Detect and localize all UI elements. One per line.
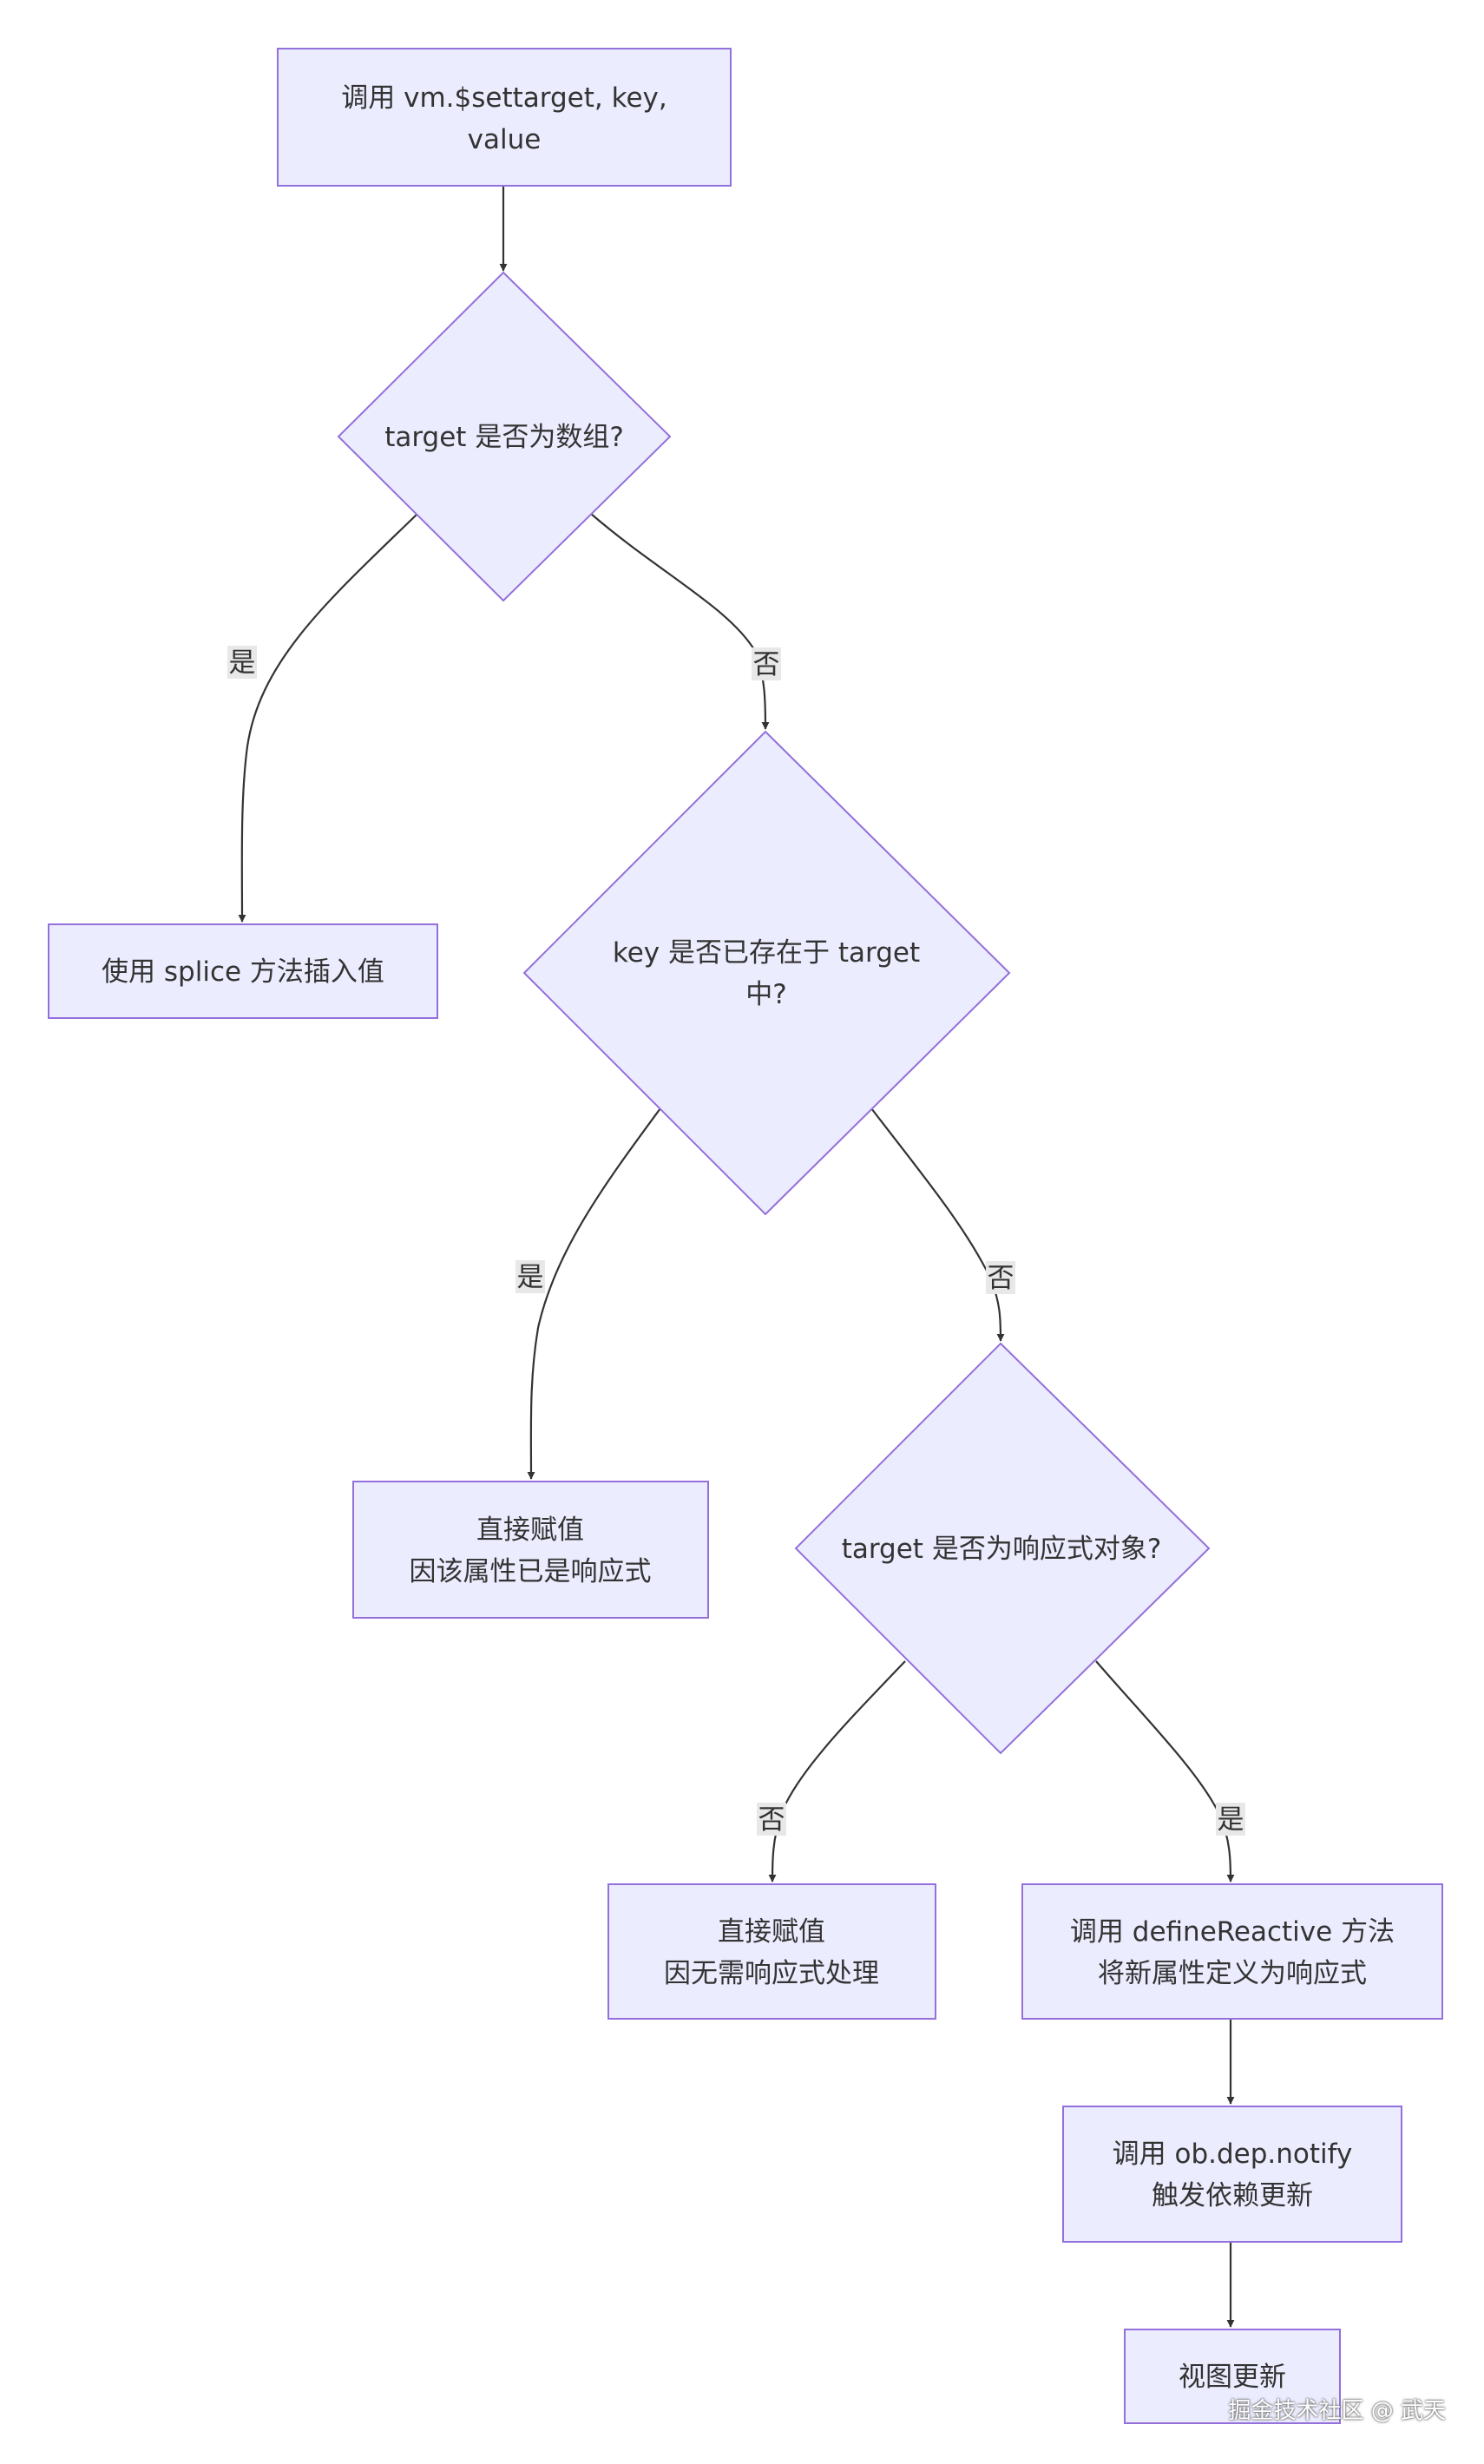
svg-text:target 是否为数组?: target 是否为数组?: [384, 422, 624, 453]
edge-label-is-reactive-yes: 是: [1216, 1803, 1245, 1836]
svg-text:使用 splice 方法插入值: 使用 splice 方法插入值: [102, 956, 384, 988]
svg-text:是: 是: [229, 647, 256, 679]
edge-key-exists-to-is-reactive: [870, 1107, 1005, 1342]
node-key-exists-decision: key 是否已存在于 target 中?: [522, 730, 1011, 1216]
node-is-reactive-decision: target 是否为响应式对象?: [794, 1342, 1211, 1755]
node-text-line: 调用 ob.dep.notify: [1113, 2139, 1353, 2170]
svg-text:是: 是: [1218, 1804, 1244, 1836]
svg-text:是: 是: [517, 1262, 544, 1293]
svg-text:否: 否: [753, 649, 780, 680]
edge-is-array-to-key-exists: [590, 513, 770, 730]
node-text-line: 调用 defineReactive 方法: [1070, 1916, 1395, 1948]
node-is-array-decision: target 是否为数组?: [337, 271, 672, 602]
node-splice: 使用 splice 方法插入值: [48, 923, 438, 1019]
edge-label-key-exists-no: 否: [986, 1261, 1015, 1294]
node-text-line: 中?: [745, 979, 786, 1010]
svg-text:否: 否: [988, 1263, 1015, 1294]
node-text-line: 触发依赖更新: [1152, 2180, 1313, 2211]
edge-is-array-to-splice: [238, 513, 418, 923]
node-text-line: 视图更新: [1179, 2362, 1286, 2393]
node-text-line: target 是否为数组?: [384, 422, 624, 453]
node-notify: 调用 ob.dep.notify 触发依赖更新: [1062, 2106, 1402, 2243]
node-text-line: 将新属性定义为响应式: [1098, 1958, 1367, 1989]
node-text-line: value: [468, 124, 542, 155]
edge-label-is-array-no: 否: [752, 647, 781, 680]
node-text-line: 因该属性已是响应式: [410, 1556, 652, 1587]
edges: [238, 186, 1235, 2328]
node-assign-reactive: 直接赋值因该属性已是响应式: [352, 1481, 709, 1619]
node-text-line: target 是否为响应式对象?: [842, 1534, 1162, 1565]
edge-labels: 是 否 是 否 否 是: [227, 646, 1245, 1836]
edge-label-is-reactive-no: 否: [757, 1803, 786, 1836]
node-text-line: 因无需响应式处理: [664, 1958, 879, 1989]
edge-label-is-array-yes: 是: [227, 646, 257, 679]
svg-text:否: 否: [758, 1804, 785, 1836]
svg-text:target 是否为响应式对象?: target 是否为响应式对象?: [842, 1534, 1162, 1565]
watermark: 掘金技术社区 @ 武天: [1228, 2398, 1446, 2424]
node-text-line: 直接赋值: [476, 1515, 584, 1546]
node-text-line: 调用 vm.$settarget, key,: [341, 82, 666, 114]
svg-text:调用 vm.$settarget, key,value: 调用 vm.$settarget, key, value: [341, 82, 666, 155]
node-assign-plain: 直接赋值因无需响应式处理: [607, 1883, 936, 2020]
svg-text:视图更新: 视图更新: [1179, 2362, 1286, 2393]
edge-key-exists-to-assign-reactive: [527, 1107, 661, 1480]
svg-text:直接赋值因无需响应式处理: 直接赋值因无需响应式处理: [664, 1916, 879, 1989]
node-view-update: 视图更新: [1124, 2329, 1341, 2424]
node-text-line: key 是否已存在于 target: [613, 937, 920, 969]
node-text-line: 使用 splice 方法插入值: [102, 956, 384, 988]
svg-text:直接赋值因该属性已是响应式: 直接赋值因该属性已是响应式: [410, 1515, 652, 1587]
node-define-reactive: 调用 defineReactive 方法将新属性定义为响应式: [1021, 1883, 1443, 2020]
edge-is-reactive-to-assign-plain: [768, 1660, 906, 1882]
node-text-line: 直接赋值: [718, 1916, 825, 1948]
node-start: 调用 vm.$settarget, key, value: [277, 48, 732, 187]
edge-label-key-exists-yes: 是: [515, 1260, 545, 1293]
edge-is-reactive-to-define-reactive: [1095, 1660, 1235, 1882]
nodes: 调用 vm.$settarget, key, value target 是否为数组…: [48, 48, 1443, 2424]
svg-text:调用 defineReactive 方法将新属性定义为响应式: 调用 defineReactive 方法将新属性定义为响应式: [1070, 1916, 1395, 1989]
